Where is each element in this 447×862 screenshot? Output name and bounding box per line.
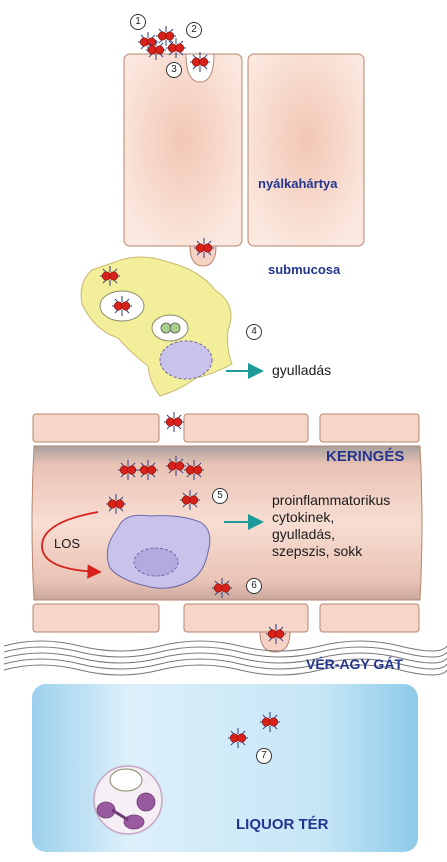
step-3: 3	[166, 62, 182, 78]
effects-list: proinflammatorikus cytokinek, gyulladás,…	[272, 492, 390, 560]
effect-line-1: proinflammatorikus	[272, 492, 391, 508]
csf-label: LIQUOR TÉR	[236, 816, 329, 833]
bacterium-4	[146, 40, 166, 60]
neutrophil-vacuole	[109, 768, 143, 792]
step-7: 7	[256, 748, 272, 764]
macrophage-nucleus	[159, 340, 213, 380]
bacterium-17	[266, 624, 286, 644]
mucosa-label: nyálkahártya	[258, 176, 338, 191]
step-6: 6	[246, 578, 262, 594]
bacterium-7	[100, 266, 120, 286]
csf-space	[32, 684, 418, 852]
bacterium-3	[166, 38, 186, 58]
epithelial-cell-right	[247, 53, 365, 247]
step-4: 4	[246, 324, 262, 340]
bacterium-19	[228, 728, 248, 748]
submucosa-label: submucosa	[268, 262, 341, 277]
degraded-bacterium	[160, 322, 181, 334]
step-1: 1	[130, 14, 146, 30]
los-label: LOS	[54, 536, 81, 551]
effect-line-2: cytokinek,	[272, 509, 335, 525]
bacterium-8	[112, 296, 132, 316]
bacterium-18	[260, 712, 280, 732]
bacterium-14	[106, 494, 126, 514]
bacterium-11	[138, 460, 158, 480]
step-2: 2	[186, 22, 202, 38]
bacterium-6	[194, 238, 214, 258]
bacterium-16	[212, 578, 232, 598]
epithelial-cell-left	[123, 53, 243, 247]
effect-line-4: szepszis, sokk	[272, 543, 363, 559]
bacterium-9	[164, 412, 184, 432]
neutrophil-nucleus	[96, 792, 156, 830]
bbb-label: VÉR-AGY GÁT	[306, 656, 403, 672]
bacteria-layer	[100, 26, 286, 748]
bacterium-12	[166, 456, 186, 476]
los-arrow	[41, 511, 102, 579]
inflammation-label: gyulladás	[272, 362, 332, 378]
blood-brain-barrier	[3, 640, 447, 676]
bacterium-2	[156, 26, 176, 46]
circulation-label: KERINGÉS	[326, 448, 405, 465]
step-5: 5	[212, 488, 228, 504]
monocyte-nucleus	[133, 547, 179, 577]
effect-line-3: gyulladás,	[272, 526, 336, 542]
bacterium-10	[118, 460, 138, 480]
vessel-wall-top	[32, 413, 420, 443]
bacterium-5	[190, 52, 210, 72]
vessel-wall-bottom	[32, 603, 420, 653]
bacterium-15	[180, 490, 200, 510]
bacterium-13	[184, 460, 204, 480]
